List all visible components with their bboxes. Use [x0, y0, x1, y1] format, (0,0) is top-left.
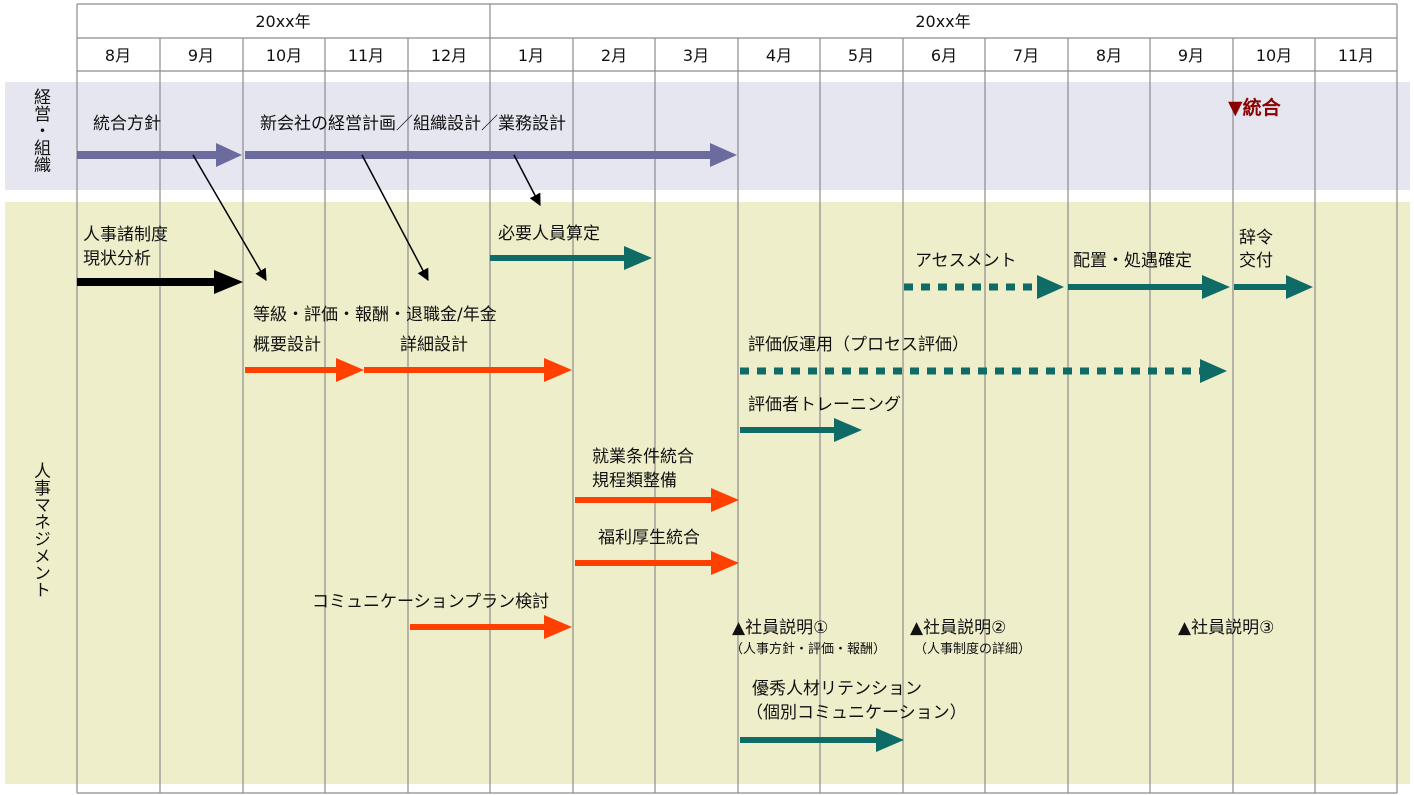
label-staffing: 必要人員算定 — [498, 224, 600, 244]
arrow-evaluation-trial — [740, 359, 1227, 383]
month-header: 8月 — [105, 46, 131, 65]
arrow-staffing — [490, 246, 652, 270]
arrow-assessment — [904, 275, 1064, 299]
label-integration-policy: 統合方針 — [93, 114, 161, 134]
arrow-overview-design — [245, 358, 364, 382]
month-header: 10月 — [1256, 46, 1292, 65]
arrow-detail-design — [364, 358, 572, 382]
label-evaluation-trial: 評価仮運用（プロセス評価） — [748, 335, 969, 355]
month-header: 1月 — [518, 46, 544, 65]
label-overview-design: 概要設計 — [253, 335, 321, 355]
month-header: 10月 — [266, 46, 302, 65]
arrow-communication-plan — [410, 615, 572, 639]
label-retention-1: 優秀人材リテンション — [752, 679, 922, 699]
label-explain-1: ▲社員説明① — [732, 618, 828, 638]
label-welfare: 福利厚生統合 — [598, 528, 700, 548]
label-explain-3: ▲社員説明③ — [1178, 618, 1274, 638]
arrow-new-company-plan — [245, 143, 737, 167]
label-hr-current-2: 現状分析 — [83, 249, 151, 269]
hr-band — [5, 202, 1410, 784]
month-header: 4月 — [766, 46, 792, 65]
month-header: 9月 — [188, 46, 214, 65]
label-appointment-1: 辞令 — [1239, 228, 1273, 248]
arrow-evaluator-training — [740, 418, 862, 442]
month-headers: 8月 9月 10月 11月 12月 1月 2月 3月 4月 5月 6月 7月 8… — [105, 46, 1374, 65]
dependency-arrows — [192, 154, 541, 282]
month-header: 11月 — [1338, 46, 1374, 65]
label-detail-design: 詳細設計 — [400, 335, 468, 355]
month-header: 2月 — [601, 46, 627, 65]
month-header: 3月 — [683, 46, 709, 65]
label-hr-current-1: 人事諸制度 — [83, 225, 168, 245]
label-explain-2-sub: （人事制度の詳細） — [914, 641, 1031, 657]
label-communication-plan: コミュニケーションプラン検討 — [312, 592, 549, 612]
arrow-hr-current-analysis — [77, 270, 243, 294]
month-header: 6月 — [931, 46, 957, 65]
arrow-integration-policy — [77, 143, 242, 167]
arrow-work-rules — [575, 488, 739, 512]
month-header: 9月 — [1178, 46, 1204, 65]
year-header-1: 20xx年 — [255, 12, 310, 31]
label-retention-2: （個別コミュニケーション） — [746, 703, 967, 723]
label-new-company-plan: 新会社の経営計画／組織設計／業務設計 — [260, 114, 566, 134]
label-evaluator-training: 評価者トレーニング — [748, 395, 901, 415]
section-label-hr: 人事マネジメント — [30, 462, 51, 598]
management-band — [5, 82, 1410, 190]
label-assessment: アセスメント — [915, 251, 1017, 271]
year-header-2: 20xx年 — [915, 12, 970, 31]
label-work-rules-1: 就業条件統合 — [592, 447, 694, 467]
label-work-rules-2: 規程類整備 — [592, 471, 677, 491]
arrow-retention — [740, 728, 904, 752]
section-label-management: 経営・組織 — [30, 88, 51, 173]
arrow-placement — [1068, 275, 1230, 299]
month-header: 12月 — [431, 46, 467, 65]
arrow-appointment — [1234, 275, 1313, 299]
month-header: 7月 — [1013, 46, 1039, 65]
label-appointment-2: 交付 — [1239, 251, 1273, 271]
label-grading-system: 等級・評価・報酬・退職金/年金 — [253, 305, 497, 325]
arrow-welfare — [575, 551, 739, 575]
month-header: 5月 — [848, 46, 874, 65]
month-header: 8月 — [1096, 46, 1122, 65]
label-explain-1-sub: （人事方針・評価・報酬） — [730, 641, 886, 657]
month-grid — [76, 3, 1398, 794]
integration-milestone: ▼統合 — [1228, 96, 1282, 119]
month-header: 11月 — [348, 46, 384, 65]
label-explain-2: ▲社員説明② — [910, 618, 1006, 638]
label-placement: 配置・処遇確定 — [1073, 251, 1192, 271]
